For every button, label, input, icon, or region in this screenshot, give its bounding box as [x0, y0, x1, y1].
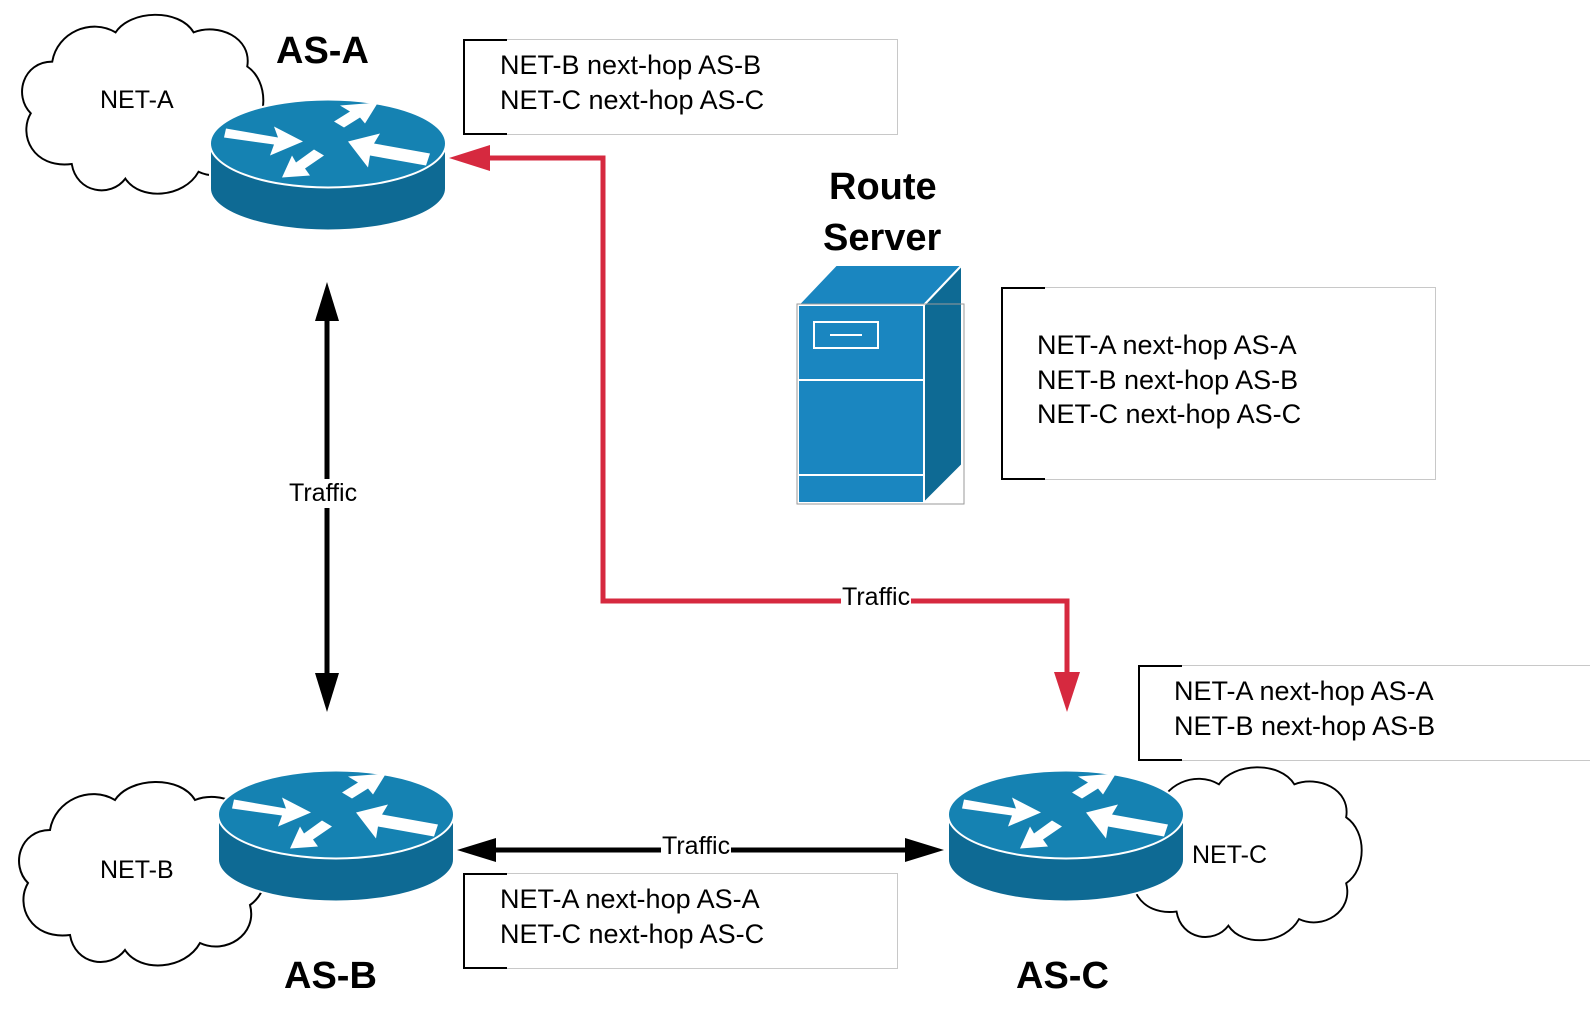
table-bracket	[1138, 665, 1182, 761]
routing-table-as-c: NET-A next-hop AS-A NET-B next-hop AS-B	[1138, 665, 1590, 761]
route-entry: NET-B next-hop AS-B	[1174, 711, 1436, 741]
net-c-label: NET-C	[1192, 841, 1267, 869]
routing-table-route-server: NET-A next-hop AS-A NET-B next-hop AS-B …	[1001, 287, 1436, 480]
route-entry: NET-B next-hop AS-B	[1037, 365, 1299, 395]
router-icon	[208, 98, 448, 232]
route-entry: NET-A next-hop AS-A	[1174, 676, 1434, 706]
table-bracket	[1001, 287, 1045, 480]
as-c-label: AS-C	[1016, 955, 1109, 997]
route-entry: NET-C next-hop AS-C	[1037, 399, 1302, 429]
route-server-label-line2: Server	[823, 217, 942, 259]
net-b-label: NET-B	[100, 856, 174, 884]
table-bracket	[463, 873, 507, 969]
traffic-label-b-c: Traffic	[661, 832, 732, 861]
as-a-label: AS-A	[276, 30, 369, 72]
net-a-label: NET-A	[100, 86, 174, 114]
routing-table-as-a: NET-B next-hop AS-B NET-C next-hop AS-C	[463, 39, 898, 135]
route-entry: NET-B next-hop AS-B	[500, 50, 762, 80]
router-icon	[216, 769, 456, 903]
table-bracket	[463, 39, 507, 135]
route-entry: NET-C next-hop AS-C	[500, 85, 765, 115]
as-b-label: AS-B	[284, 955, 377, 997]
route-entry: NET-A next-hop AS-A	[1037, 330, 1297, 360]
traffic-label-a-c: Traffic	[841, 583, 912, 612]
server-icon	[795, 262, 965, 506]
route-entry: NET-A next-hop AS-A	[500, 884, 760, 914]
route-server-label-line1: Route	[829, 166, 937, 208]
routing-table-as-b: NET-A next-hop AS-A NET-C next-hop AS-C	[463, 873, 898, 969]
route-entry: NET-C next-hop AS-C	[500, 919, 765, 949]
link-a-c	[449, 145, 1080, 712]
router-icon	[946, 769, 1186, 903]
traffic-label-a-b: Traffic	[288, 479, 359, 508]
